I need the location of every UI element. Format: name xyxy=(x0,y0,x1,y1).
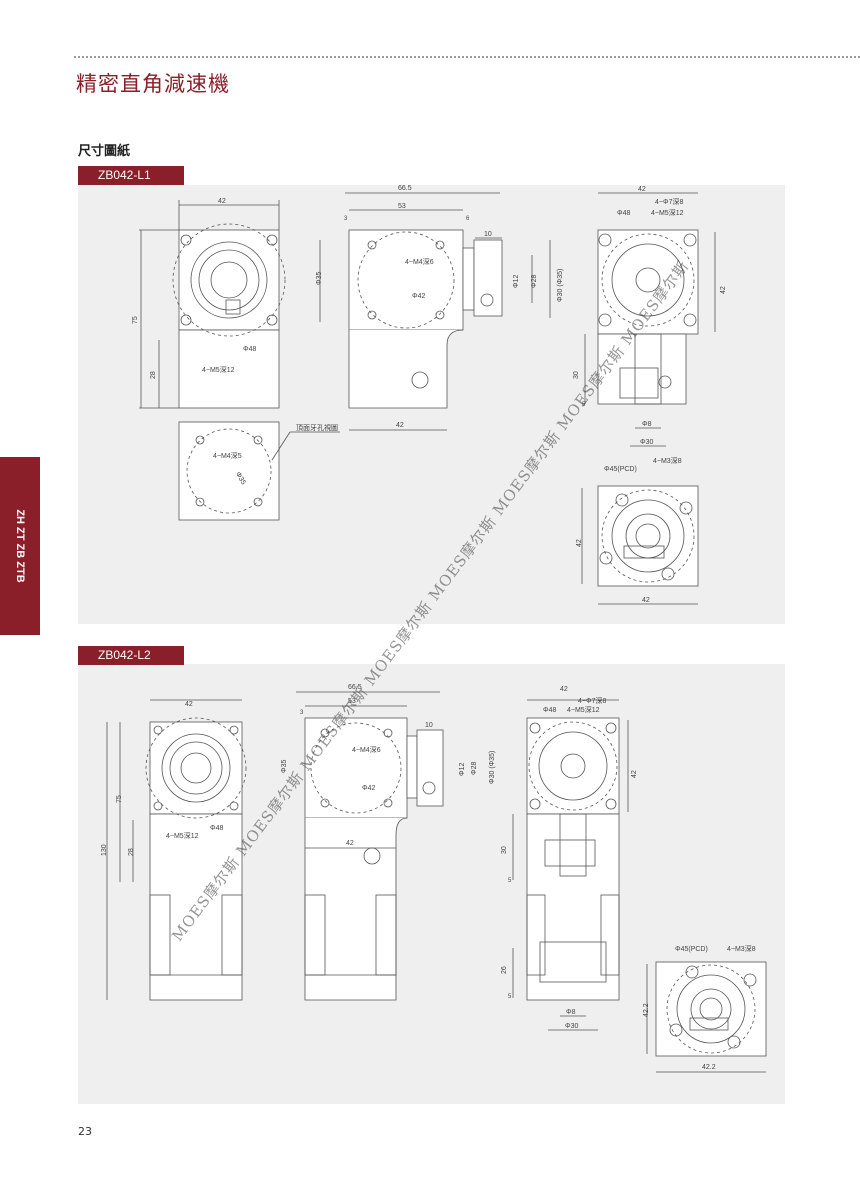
l1-d3: 3 xyxy=(344,216,348,222)
l1-end-view xyxy=(584,192,716,447)
l1-rt-30h: Φ30 xyxy=(640,439,653,446)
page-number: 23 xyxy=(78,1125,92,1138)
l1-d42-top: 42 xyxy=(218,198,226,205)
l2-fl-42h: 42.2 xyxy=(702,1064,716,1071)
l1-fl-42h: 42 xyxy=(642,597,650,604)
l2-rt-26: 26 xyxy=(501,966,508,974)
l2-d66-5: 66.5 xyxy=(348,684,362,691)
l1-rt-42: 42 xyxy=(638,186,646,193)
l2-rt-5b: 5 xyxy=(508,994,512,1000)
l2-m5-12: 4−M5深12 xyxy=(166,831,199,840)
l2-d42-top: 42 xyxy=(185,701,193,708)
l2-d30-35: Φ30 (Φ35) xyxy=(489,751,496,784)
l1-tap-m4: 4−M4深5 xyxy=(213,451,242,460)
l2-d28s: Φ28 xyxy=(471,762,478,775)
l1-rt-5: 5 xyxy=(582,402,586,408)
l1-fl-m3: 4−M3深8 xyxy=(653,456,682,465)
l2-fl-42v: 42.2 xyxy=(643,1003,650,1017)
model-label-l1: ZB042-L1 xyxy=(78,166,184,185)
l1-m4-6: 4−M4深6 xyxy=(405,257,434,266)
l2-rt-30h: Φ30 xyxy=(565,1023,578,1030)
l1-flange-view xyxy=(581,485,699,605)
l1-rt-42v: 42 xyxy=(720,286,727,294)
l1-d53: 53 xyxy=(398,203,406,210)
l2-flange-view xyxy=(646,961,767,1073)
l1-fl-42v: 42 xyxy=(576,539,583,547)
l2-rt-42v: 42 xyxy=(631,770,638,778)
l2-d130: 130 xyxy=(101,844,108,856)
l2-m4-6: 4−M4深6 xyxy=(352,745,381,754)
l1-d42-bottom: 42 xyxy=(396,422,404,429)
l1-rt-30: 30 xyxy=(573,371,580,379)
l1-front-view xyxy=(139,200,286,409)
l1-side-view xyxy=(319,192,551,431)
l1-d6: 6 xyxy=(466,216,470,222)
l2-rt-m7: 4−Φ7深8 xyxy=(578,696,606,705)
l2-d53: 53 xyxy=(348,698,356,705)
l2-rt-5: 5 xyxy=(508,878,512,884)
l1-d35: Φ35 xyxy=(316,272,323,285)
l1-d48: Φ48 xyxy=(243,346,256,353)
l2-fl-m3: 4−M3深8 xyxy=(727,944,756,953)
l2-d3: 3 xyxy=(300,710,304,716)
l2-end-view xyxy=(512,699,629,1031)
l1-d66-5: 66.5 xyxy=(398,185,412,192)
l2-d10: 10 xyxy=(425,722,433,729)
l1-rt-m7: 4−Φ7深8 xyxy=(655,197,683,206)
l1-d12: Φ12 xyxy=(513,275,520,288)
l1-m5-12: 4−M5深12 xyxy=(202,365,235,374)
l2-d35: Φ35 xyxy=(281,760,288,773)
l2-rt-m5: 4−M5深12 xyxy=(567,705,600,714)
l1-d28s: Φ28 xyxy=(531,275,538,288)
side-tab[interactable]: ZH ZT ZB ZTB xyxy=(0,457,40,635)
l1-rt-8: Φ8 xyxy=(642,421,652,428)
l1-d28: 28 xyxy=(150,371,157,379)
l1-d42-30: Φ42 xyxy=(412,293,425,300)
l1-rt-48: Φ48 xyxy=(617,210,630,217)
l2-fl-pcd: Φ45(PCD) xyxy=(675,946,708,953)
l2-d42-mid: 42 xyxy=(346,840,354,847)
l1-d75: 75 xyxy=(132,316,139,324)
page-title: 精密直角減速機 xyxy=(76,72,230,96)
l2-d12: Φ12 xyxy=(459,763,466,776)
l1-tap-label: 頂面牙孔視圖 xyxy=(296,423,338,432)
l2-side-view xyxy=(296,691,444,1001)
header-dotted-rule xyxy=(74,56,860,58)
l2-d28: 28 xyxy=(128,848,135,856)
l1-rt-m5: 4−M5深12 xyxy=(651,208,684,217)
l1-top-tap-view xyxy=(178,421,340,521)
model-label-l2: ZB042-L2 xyxy=(78,646,184,665)
l2-rt-48: Φ48 xyxy=(543,707,556,714)
l1-d10: 10 xyxy=(484,231,492,238)
l2-d42-30: Φ42 xyxy=(362,785,375,792)
l2-d48: Φ48 xyxy=(210,825,223,832)
l2-front-view xyxy=(106,699,247,1001)
l2-rt-42: 42 xyxy=(560,686,568,693)
l2-rt-30: 30 xyxy=(501,846,508,854)
l1-fl-pcd: Φ45(PCD) xyxy=(604,466,637,473)
l2-d75: 75 xyxy=(116,795,123,803)
section-title: 尺寸圖紙 xyxy=(78,144,131,159)
l2-rt-8: Φ8 xyxy=(566,1009,576,1016)
l1-d30-35: Φ30 (Φ35) xyxy=(557,269,564,302)
